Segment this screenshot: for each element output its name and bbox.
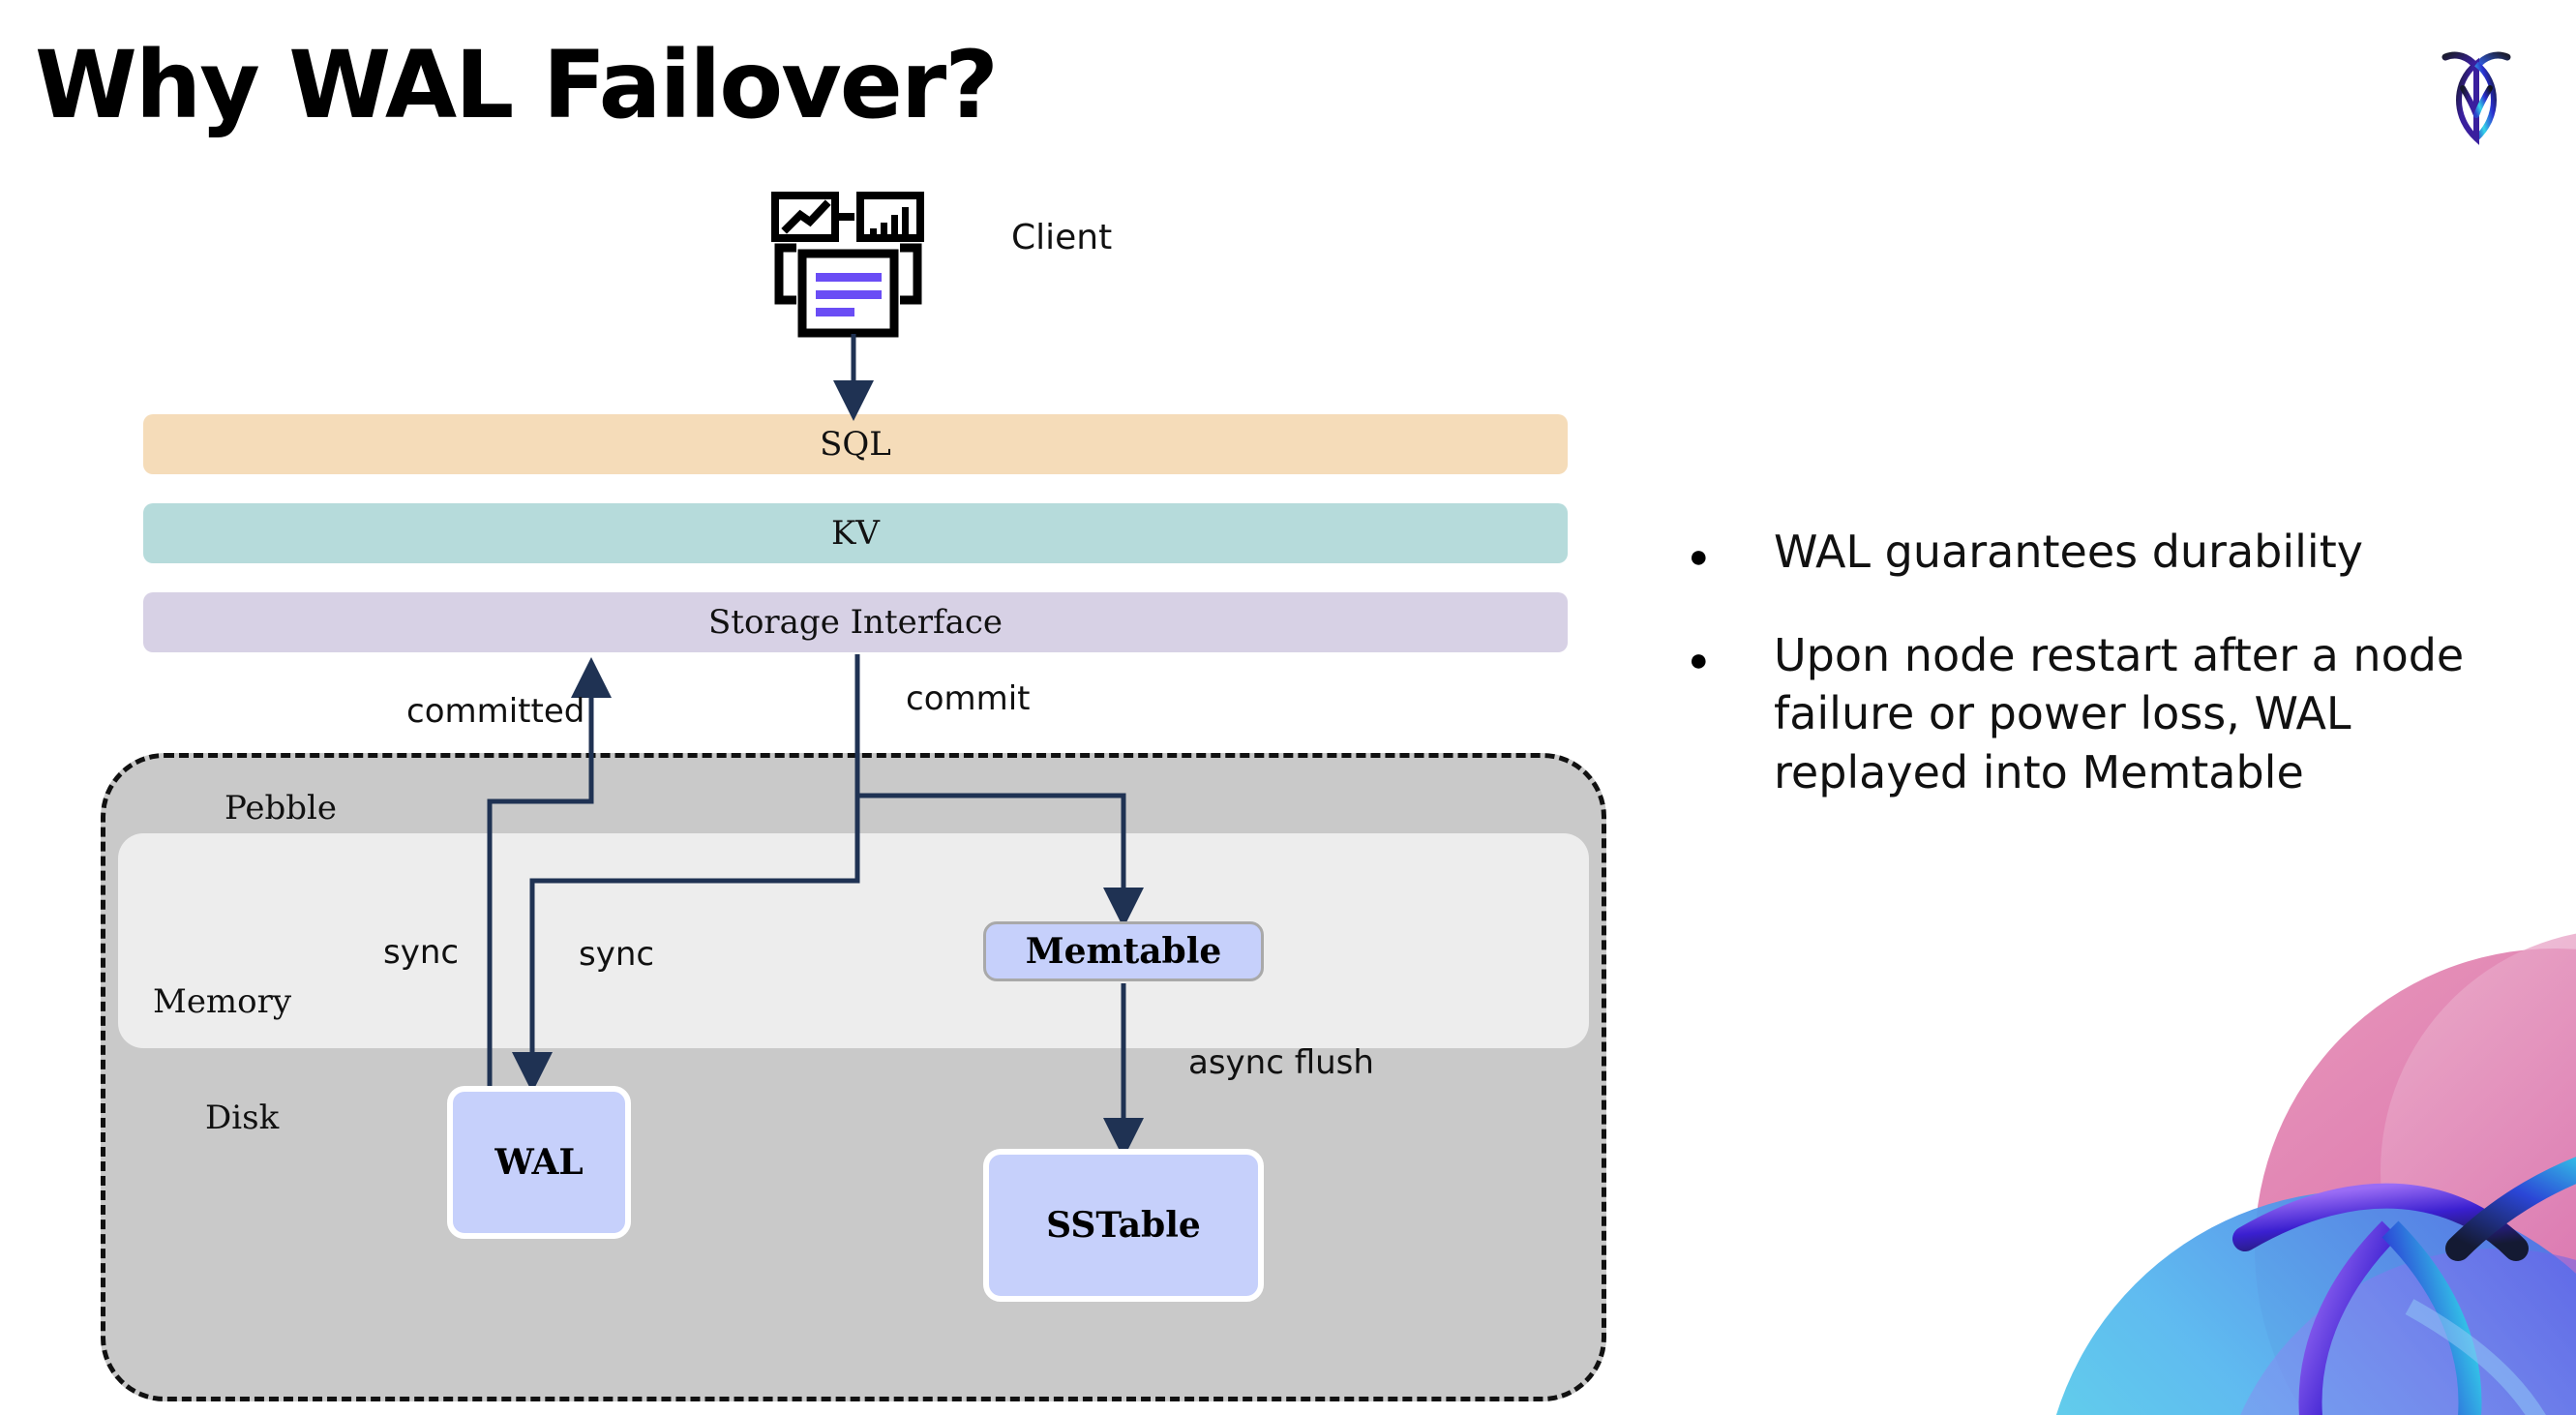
bullet-marker-icon: ● [1689, 538, 1709, 575]
node-label-wal: WAL [494, 1142, 584, 1183]
diagram-connectors [487, 334, 1144, 1159]
region-label-disk: Disk [205, 1099, 280, 1137]
bullet-text: WAL guarantees durability [1774, 526, 2363, 578]
region-label-memory: Memory [153, 982, 292, 1021]
list-item: ● WAL guarantees durability [1689, 523, 2540, 582]
connector-label-async-flush: async flush [1188, 1043, 1374, 1082]
connector-label-committed: committed [406, 692, 585, 731]
layer-bar-storage: Storage Interface [143, 592, 1568, 652]
layer-label-storage: Storage Interface [707, 603, 1003, 642]
page-title: Why WAL Failover? [35, 31, 999, 139]
cockroachdb-decorative-graphic [2055, 933, 2576, 1415]
connector-label-sync-right: sync [579, 935, 655, 974]
node-sstable: SSTable [983, 1149, 1264, 1302]
bullet-list: ● WAL guarantees durability ● Upon node … [1689, 523, 2540, 847]
region-label-pebble: Pebble [225, 789, 337, 828]
client-label: Client [1011, 218, 1113, 257]
layer-label-sql: SQL [820, 425, 891, 464]
bullet-text: Upon node restart after a node failure o… [1774, 628, 2465, 799]
connector-label-sync-left: sync [383, 933, 460, 972]
layer-bar-kv: KV [143, 503, 1568, 563]
list-item: ● Upon node restart after a node failure… [1689, 626, 2540, 802]
node-memtable: Memtable [983, 921, 1264, 981]
client-terminal-icon [771, 192, 924, 338]
node-label-sstable: SSTable [1046, 1205, 1201, 1246]
connector-label-commit: commit [906, 679, 1031, 718]
layer-bar-sql: SQL [143, 414, 1568, 474]
cockroachdb-logo-icon [2441, 51, 2511, 145]
node-label-memtable: Memtable [1025, 931, 1222, 972]
node-wal: WAL [447, 1086, 631, 1239]
architecture-diagram: Client SQL KV Storage Interface Pebble M… [101, 192, 1606, 1401]
memory-region [118, 833, 1589, 1048]
layer-label-kv: KV [831, 514, 880, 553]
bullet-marker-icon: ● [1689, 641, 1709, 678]
